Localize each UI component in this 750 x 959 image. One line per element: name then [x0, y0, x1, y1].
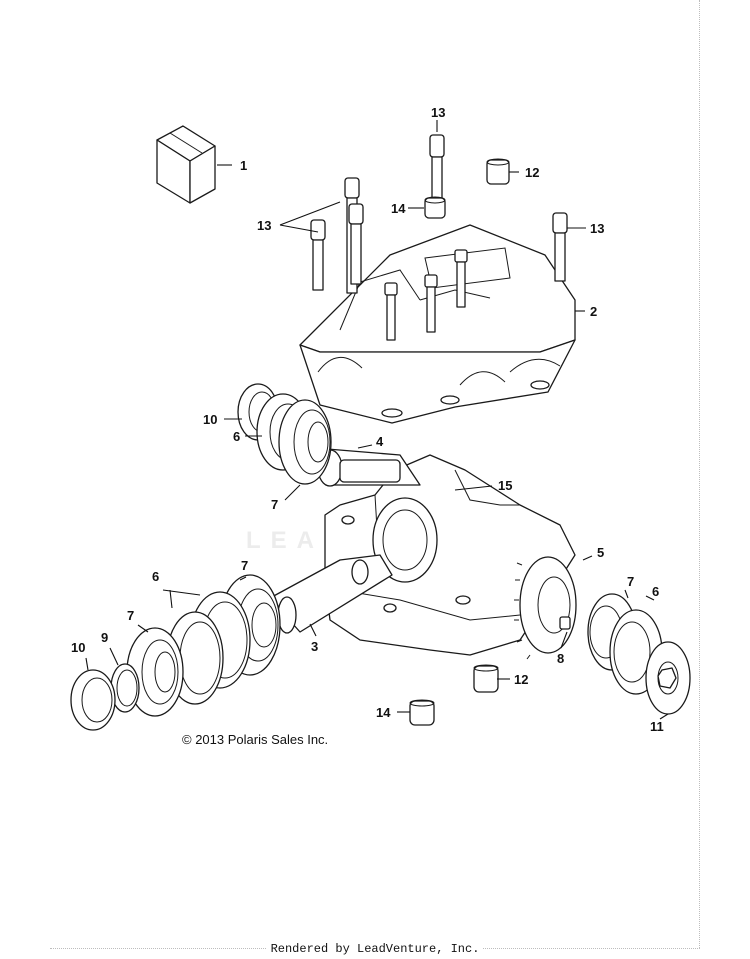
part-11-cap[interactable] — [645, 641, 691, 715]
callout-13-right: 13 — [590, 221, 604, 236]
part-4-pinion-shaft[interactable] — [314, 447, 421, 487]
callout-6-top: 6 — [233, 429, 240, 444]
callout-7-low: 7 — [127, 608, 134, 623]
callout-14-bottom: 14 — [376, 705, 391, 720]
callout-4: 4 — [376, 434, 384, 449]
callout-12-top: 12 — [525, 165, 539, 180]
callout-8: 8 — [557, 651, 564, 666]
part-12-bushing-top[interactable] — [486, 158, 510, 185]
callout-2: 2 — [590, 304, 597, 319]
callout-10-top: 10 — [203, 412, 217, 427]
part-13-bolts[interactable] — [310, 134, 568, 341]
callout-10-low: 10 — [71, 640, 85, 655]
part-3-main-shaft[interactable] — [269, 554, 393, 634]
page-edge-line — [699, 0, 700, 948]
callout-13-left: 13 — [257, 218, 271, 233]
callout-6-right: 6 — [652, 584, 659, 599]
callout-3: 3 — [311, 639, 318, 654]
part-12-bushing-bottom[interactable] — [473, 664, 499, 693]
footer: Rendered by LeadVenture, Inc. — [0, 942, 750, 956]
part-14-dowel-top[interactable] — [424, 196, 446, 219]
callout-13-top: 13 — [431, 105, 445, 120]
leader-lines — [85, 120, 669, 720]
callout-15: 15 — [498, 478, 512, 493]
callout-7-top: 7 — [271, 497, 278, 512]
callout-14-top: 14 — [391, 201, 406, 216]
callout-7-right: 7 — [627, 574, 634, 589]
part-10-seal-low[interactable] — [70, 669, 116, 731]
part-15-lower-housing[interactable] — [324, 454, 576, 656]
callouts: 1 13 12 14 13 13 2 10 6 4 7 15 7 6 7 9 1… — [71, 105, 664, 734]
part-2-upper-housing[interactable] — [299, 224, 576, 424]
callout-9: 9 — [101, 630, 108, 645]
copyright-text: © 2013 Polaris Sales Inc. — [182, 732, 329, 747]
callout-6-mid: 6 — [152, 569, 159, 584]
part-1-kit-box[interactable] — [156, 125, 216, 204]
part-7-bearing-top[interactable] — [278, 399, 332, 485]
callout-12-bottom: 12 — [514, 672, 528, 687]
callout-7-mid: 7 — [241, 558, 248, 573]
callout-5: 5 — [597, 545, 604, 560]
callout-1: 1 — [240, 158, 247, 173]
part-8-key[interactable] — [559, 616, 571, 630]
part-14-dowel-bottom[interactable] — [409, 699, 435, 726]
callout-11: 11 — [650, 719, 664, 734]
footer-text: Rendered by LeadVenture, Inc. — [266, 942, 484, 956]
